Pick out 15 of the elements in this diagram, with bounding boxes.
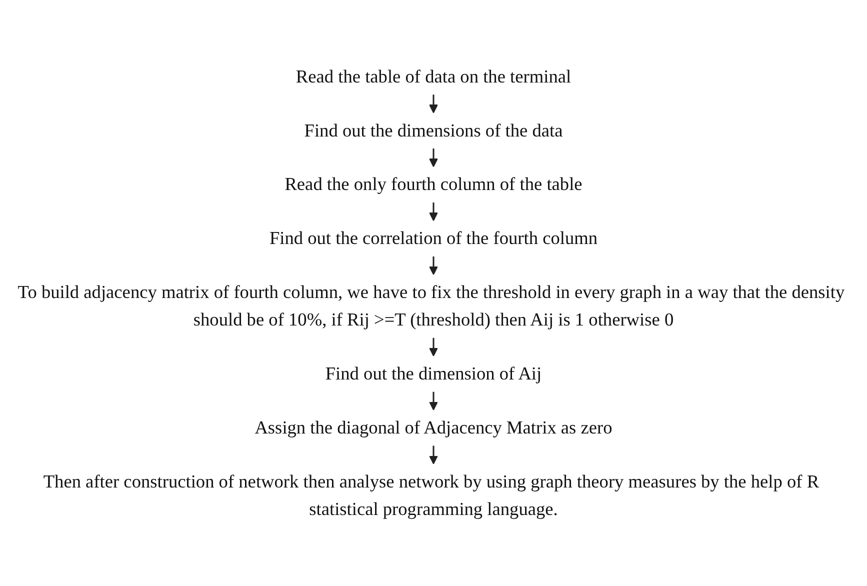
node-text: Then after construction of network then analyse network by using graph theory measures by the help of R statistical programming language. [43, 471, 820, 519]
arrow [429, 148, 438, 168]
arrow [429, 94, 438, 114]
arrow [429, 446, 438, 464]
arrow [429, 392, 438, 410]
node-text: To build adjacency matrix of fourth column, we have to fix the threshold in every graph in a way that the density should be of 10%, if Rij >=T (threshold) then Aij is 1 otherwise 0 [18, 282, 845, 330]
arrow [429, 202, 438, 222]
node-text: Find out the dimension of Aij [325, 363, 542, 384]
node-text: Find out the correlation of the fourth column [269, 228, 598, 248]
arrow [429, 338, 438, 356]
arrow [429, 256, 438, 276]
node-text: Read the only fourth column of the table [284, 174, 582, 194]
node-text: Read the table of data on the terminal [296, 66, 572, 86]
node-text: Assign the diagonal of Adjacency Matrix as zero [254, 417, 612, 438]
node-text: Find out the dimensions of the data [304, 120, 563, 140]
